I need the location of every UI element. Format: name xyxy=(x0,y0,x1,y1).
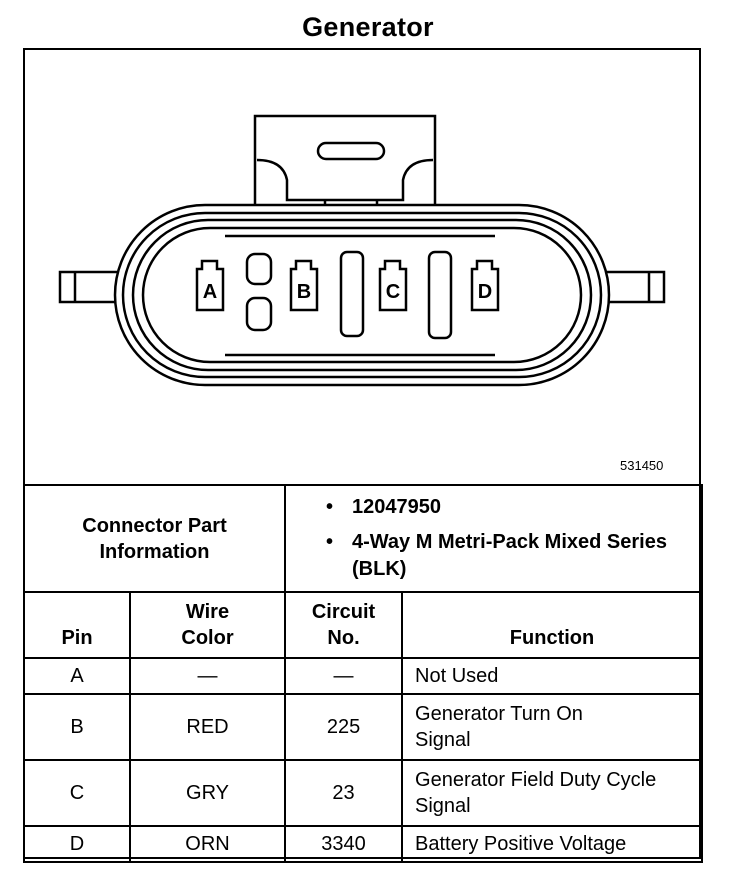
pin-label-c: C xyxy=(386,281,400,303)
connector-part-label: Connector Part Information xyxy=(22,484,287,593)
connector-drawing: A B C D xyxy=(58,114,666,387)
function-cell: Not Used xyxy=(401,657,704,695)
table-header-row: Pin Wire Color Circuit No. Function xyxy=(23,591,704,659)
pin-cell: A xyxy=(23,657,131,695)
connector-info-table: Connector Part Information 12047950 4-Wa… xyxy=(22,484,704,863)
figure-number: 531450 xyxy=(620,458,664,473)
circuit-cell: 225 xyxy=(284,693,404,761)
header-wire-color: Wire Color xyxy=(128,591,287,659)
connector-latch xyxy=(253,114,437,230)
table-row: D ORN 3340 Battery Positive Voltage xyxy=(23,825,704,863)
circuit-cell: — xyxy=(284,657,404,695)
pin-cavity-b xyxy=(289,259,319,312)
header-function: Function xyxy=(401,591,704,659)
latch-slot xyxy=(316,141,386,161)
pin-cavity-c xyxy=(378,259,408,312)
pin-label-a: A xyxy=(203,281,217,303)
pin-cell: B xyxy=(23,693,131,761)
connector-shell-inner xyxy=(141,226,583,364)
pin-cavity-d xyxy=(470,259,500,312)
wire-color-cell: ORN xyxy=(128,825,287,863)
pin-label-b: B xyxy=(297,281,311,303)
pin-cell: C xyxy=(23,759,131,827)
circuit-cell: 3340 xyxy=(284,825,404,863)
wire-color-cell: GRY xyxy=(128,759,287,827)
wire-color-cell: — xyxy=(128,657,287,695)
table-row: B RED 225 Generator Turn On Signal xyxy=(23,693,704,761)
connector-part-details: 12047950 4-Way M Metri-Pack Mixed Series… xyxy=(284,484,704,593)
function-cell: Battery Positive Voltage xyxy=(401,825,704,863)
pin-cavity-a xyxy=(195,259,225,312)
connector-part-number: 12047950 xyxy=(326,494,701,521)
circuit-cell: 23 xyxy=(284,759,404,827)
page-title: Generator xyxy=(302,12,434,42)
table-row: C GRY 23 Generator Field Duty Cycle Sign… xyxy=(23,759,704,827)
function-cell: Generator Field Duty Cycle Signal xyxy=(401,759,704,827)
function-cell: Generator Turn On Signal xyxy=(401,693,704,761)
table-row: A — — Not Used xyxy=(23,657,704,695)
connector-diagram: A B C D xyxy=(25,50,699,484)
header-circuit: Circuit No. xyxy=(284,591,404,659)
pin-cell: D xyxy=(23,825,131,863)
wire-color-cell: RED xyxy=(128,693,287,761)
connector-part-row: Connector Part Information 12047950 4-Wa… xyxy=(22,484,704,593)
connector-description: 4-Way M Metri-Pack Mixed Series (BLK) xyxy=(326,529,701,583)
header-pin: Pin xyxy=(23,591,131,659)
pin-label-d: D xyxy=(478,281,492,303)
